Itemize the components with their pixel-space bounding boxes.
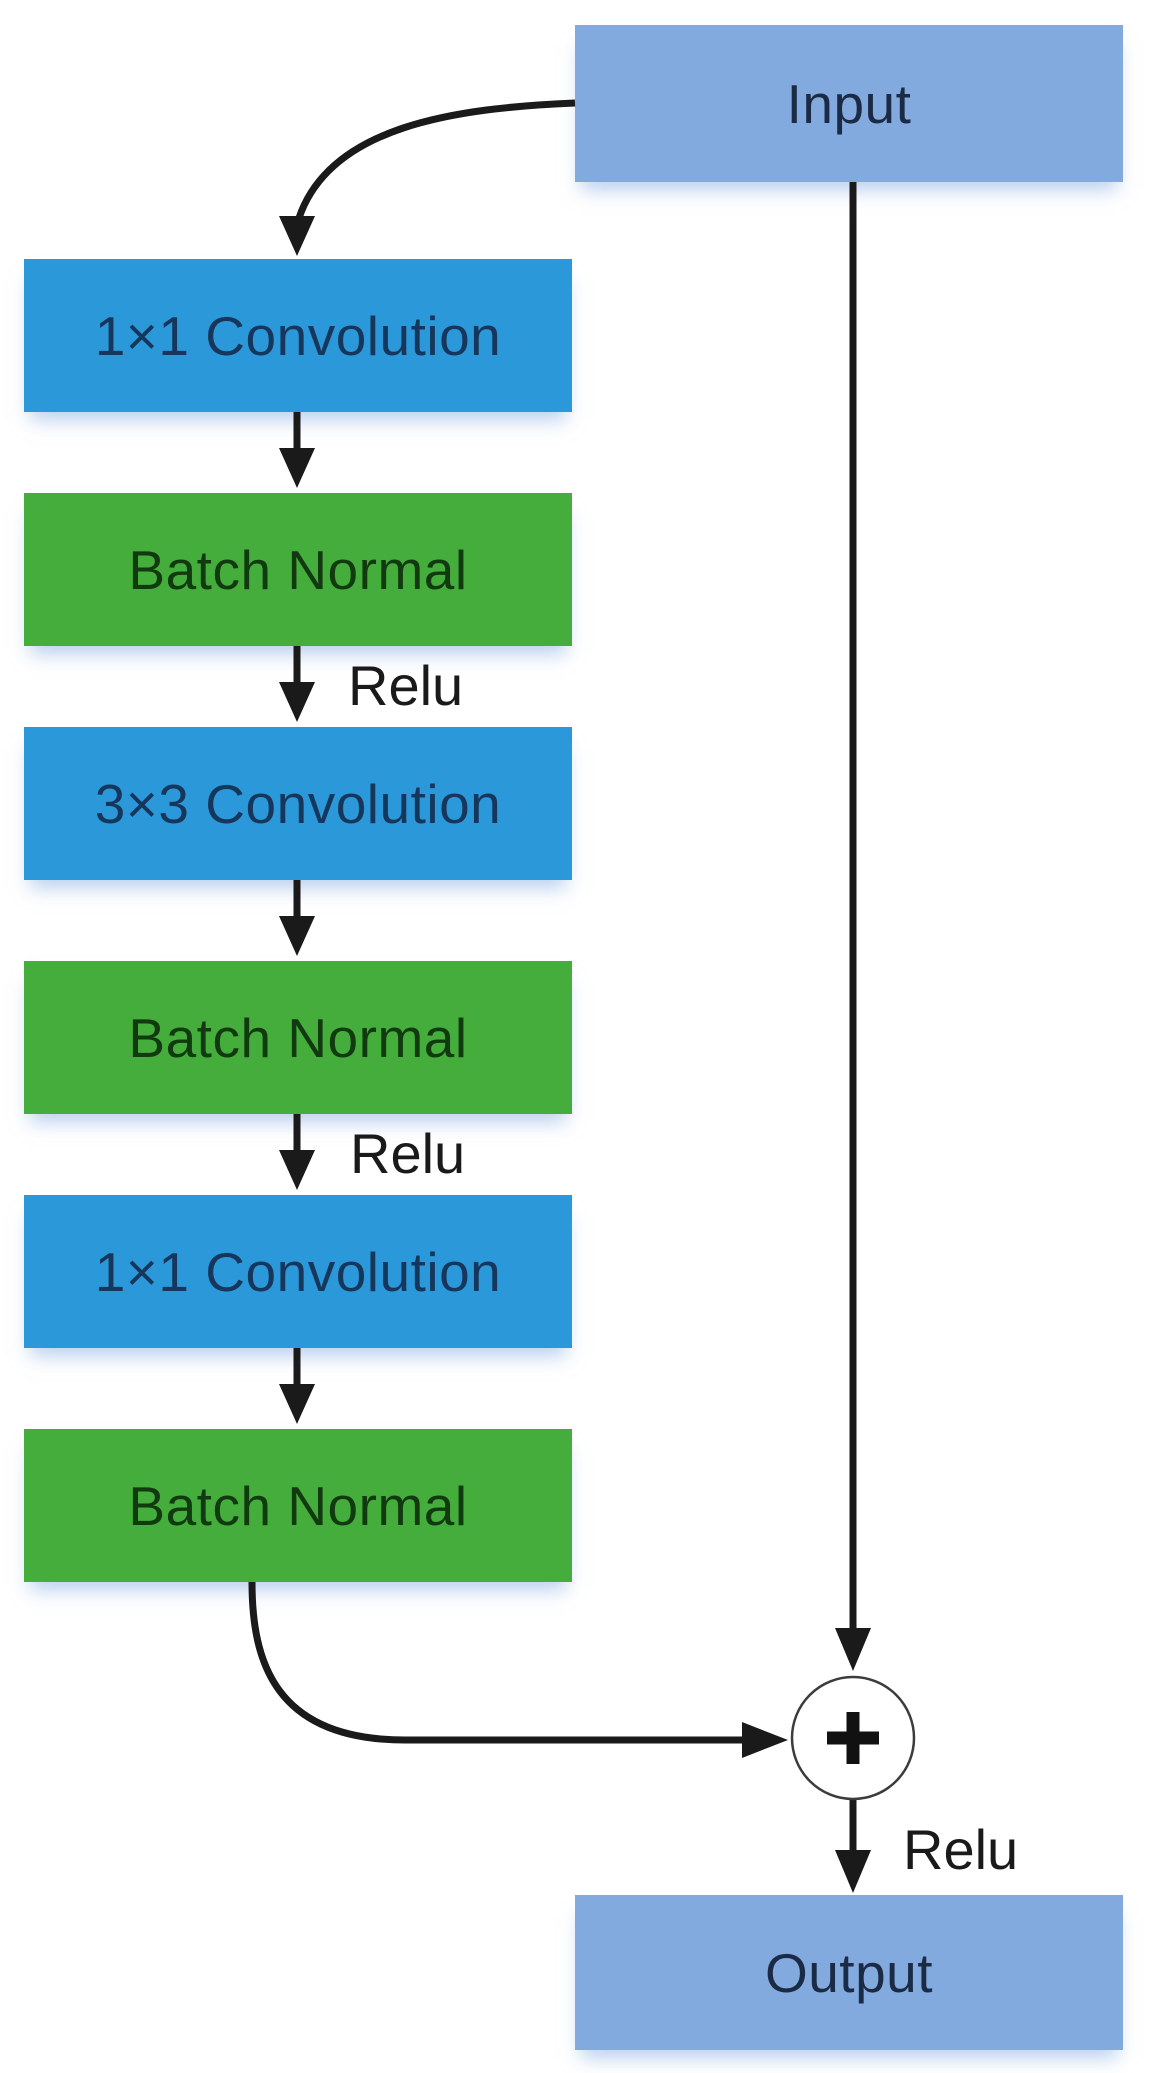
relu-label-after-first-batch-normal: Relu xyxy=(348,654,464,717)
arrowhead-into-output xyxy=(835,1850,871,1893)
relu-label-after-second-batch-normal: Relu xyxy=(350,1122,466,1185)
plus-icon xyxy=(827,1712,879,1764)
arrowhead-into-bn1 xyxy=(279,448,315,488)
arrowhead-into-conv3 xyxy=(279,1150,315,1190)
node-conv-3x3: 3×3 Convolution xyxy=(24,727,572,880)
relu-label-before-output: Relu xyxy=(903,1818,1019,1881)
arrowhead-branch-into-sum xyxy=(742,1722,788,1758)
arrowhead-into-conv2 xyxy=(279,682,315,722)
arrow-bn3-to-sum xyxy=(248,1581,744,1744)
node-batch-normal-first: Batch Normal xyxy=(24,493,572,646)
arrowhead-into-bn3 xyxy=(279,1384,315,1424)
arrowhead-skip-into-sum xyxy=(835,1628,871,1671)
node-batch-normal-second: Batch Normal xyxy=(24,961,572,1114)
sum-circle xyxy=(790,1675,916,1801)
node-output: Output xyxy=(575,1895,1123,2050)
node-conv-1x1-first: 1×1 Convolution xyxy=(24,259,572,412)
node-conv-1x1-second: 1×1 Convolution xyxy=(24,1195,572,1348)
arrowhead-into-conv1 xyxy=(279,216,315,256)
node-batch-normal-third: Batch Normal xyxy=(24,1429,572,1582)
arrow-input-to-conv xyxy=(295,99,576,220)
node-input: Input xyxy=(575,25,1123,182)
arrowhead-into-bn2 xyxy=(279,916,315,956)
